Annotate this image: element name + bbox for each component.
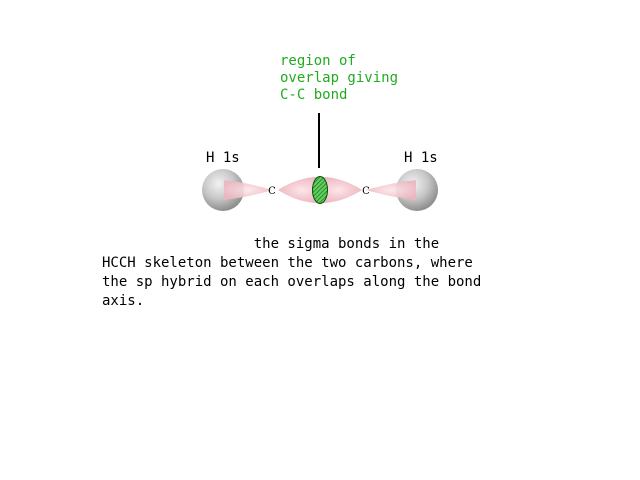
overlap-callout-label: region of overlap giving C-C bond (280, 53, 399, 103)
carbon-left-label: C (268, 186, 276, 197)
h-1s-right-label: H 1s (404, 150, 438, 166)
sp-lobe-left-outer (224, 180, 272, 200)
h-1s-right-sphere (396, 169, 438, 211)
h-1s-left-sphere (202, 169, 244, 211)
diagram-caption: the sigma bonds in the HCCH skeleton bet… (102, 236, 482, 309)
carbon-right-label: C (362, 186, 370, 197)
cc-overlap-region (312, 176, 328, 204)
h-1s-left-label: H 1s (206, 150, 240, 166)
sp-lobe-right-outer (366, 180, 416, 200)
